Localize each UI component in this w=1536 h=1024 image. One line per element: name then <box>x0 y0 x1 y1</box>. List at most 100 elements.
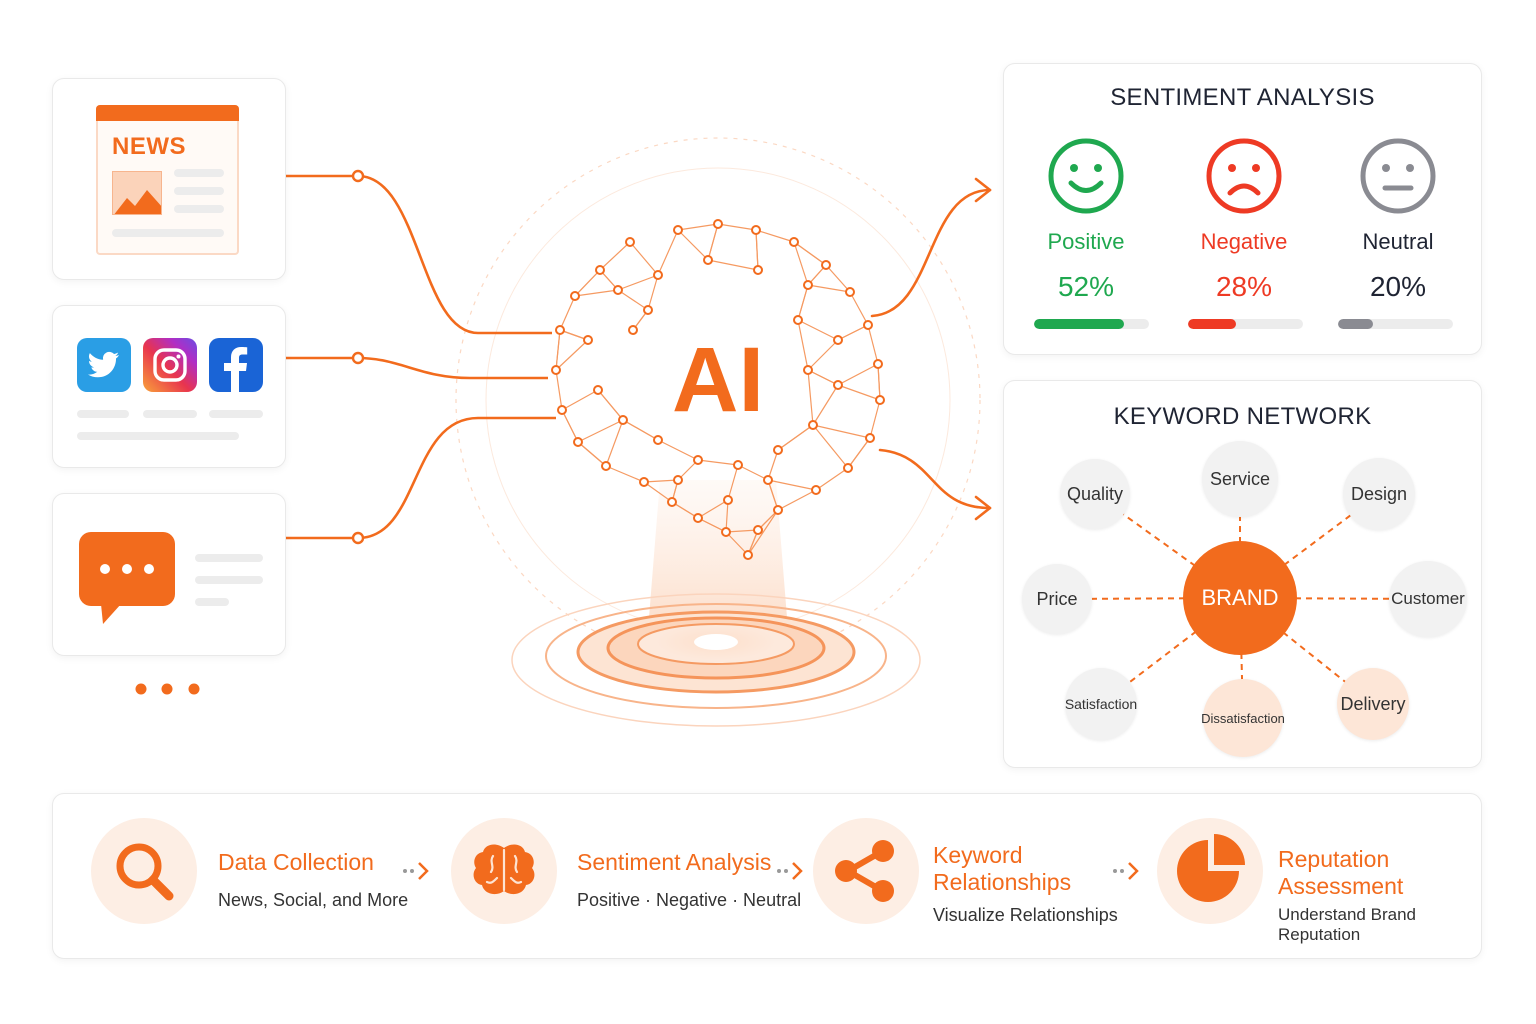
network-node <box>595 265 605 275</box>
keyword-node-design: Design <box>1343 458 1415 530</box>
network-link <box>599 241 631 271</box>
twitter-icon <box>77 338 131 392</box>
pipeline-step-subtitle: News, Social, and More <box>218 890 409 910</box>
pipeline-step-title: Data Collection <box>218 849 374 875</box>
network-link <box>812 424 871 439</box>
network-link <box>737 464 769 481</box>
network-link <box>797 284 809 321</box>
network-node <box>845 287 855 297</box>
network-link <box>837 324 869 341</box>
network-link <box>629 241 659 276</box>
sentiment-value: 28% <box>1215 271 1273 302</box>
network-link <box>697 459 739 466</box>
network-link <box>574 269 601 297</box>
network-link <box>867 324 879 365</box>
network-link <box>807 284 851 293</box>
connector-chat <box>286 416 556 540</box>
network-link <box>605 465 645 483</box>
network-node <box>618 415 628 425</box>
network-link <box>622 419 659 441</box>
more-dots-icon <box>134 682 204 701</box>
network-link <box>755 229 795 243</box>
sentiment-analysis-card: SENTIMENT ANALYSIS Positive 52% Negative… <box>1003 63 1482 355</box>
network-link <box>555 329 561 371</box>
network-node <box>833 380 843 390</box>
network-link <box>717 223 757 231</box>
network-node <box>865 433 875 443</box>
network-node <box>673 225 683 235</box>
network-node <box>751 225 761 235</box>
network-node <box>863 320 873 330</box>
network-link <box>574 289 619 297</box>
network-node <box>557 405 567 415</box>
network-link <box>657 439 699 461</box>
network-link <box>793 241 809 286</box>
network-node <box>653 270 663 280</box>
ai-label: AI <box>672 329 764 431</box>
image-icon <box>112 171 162 215</box>
pipeline-card: Data Collection News, Social, and More S… <box>52 793 1482 959</box>
network-node <box>873 359 883 369</box>
sentiment-bar-positive <box>1034 319 1149 329</box>
network-node <box>773 505 783 515</box>
network-node <box>653 435 663 445</box>
pipeline-step-4-circle <box>1157 818 1263 924</box>
pipeline-step-subtitle: Visualize Relationships <box>933 905 1118 925</box>
keyword-node-service: Service <box>1202 441 1278 517</box>
network-link <box>837 363 879 386</box>
network-node <box>673 475 683 485</box>
frown-face-icon <box>1206 138 1282 214</box>
input-connectors <box>286 174 556 540</box>
network-link <box>577 419 624 443</box>
network-link <box>807 369 839 386</box>
network-link <box>815 467 849 491</box>
output-connectors <box>870 177 992 521</box>
network-node <box>628 325 638 335</box>
network-link <box>643 481 673 503</box>
network-node <box>703 255 713 265</box>
network-node <box>721 527 731 537</box>
pipeline-step-subtitle: Understand Brand Reputation <box>1278 905 1416 944</box>
pipeline-step-title: Keyword Relationships <box>933 842 1072 895</box>
network-link <box>643 479 679 483</box>
network-link <box>561 389 599 411</box>
network-link <box>849 291 869 326</box>
network-link <box>725 499 729 533</box>
chevron-right-icon <box>1113 862 1139 880</box>
keyword-network-card: KEYWORD NETWORK Quality Service Design P… <box>1003 380 1482 768</box>
network-link <box>727 464 739 501</box>
news-label: NEWS <box>112 133 186 160</box>
network-node <box>625 237 635 247</box>
network-link <box>797 319 809 371</box>
connector-social <box>286 356 548 380</box>
social-source-card <box>52 305 286 468</box>
sentiment-label: Positive <box>1047 229 1125 254</box>
network-link <box>807 369 814 426</box>
network-link <box>725 531 749 556</box>
network-node <box>613 285 623 295</box>
sentiment-label: Neutral <box>1362 229 1434 254</box>
network-node <box>803 280 813 290</box>
keyword-node-quality: Quality <box>1060 459 1130 529</box>
network-link <box>647 274 659 311</box>
network-node <box>667 497 677 507</box>
network-link <box>697 517 727 533</box>
keyword-node-brand: BRAND <box>1183 541 1297 655</box>
keyword-node-price: Price <box>1022 564 1092 634</box>
network-link <box>812 424 849 469</box>
network-node <box>583 335 593 345</box>
keyword-node-satisfaction: Satisfaction <box>1065 668 1137 740</box>
network-link <box>707 259 759 271</box>
network-node <box>793 315 803 325</box>
network-link <box>707 223 719 261</box>
network-node <box>763 475 773 485</box>
network-link <box>617 289 649 311</box>
connector-nodes <box>351 169 365 545</box>
network-link <box>877 363 881 401</box>
network-node <box>713 219 723 229</box>
network-node <box>643 305 653 315</box>
network-link <box>561 409 579 443</box>
network-node <box>693 455 703 465</box>
network-link <box>812 384 839 426</box>
network-node <box>555 325 565 335</box>
